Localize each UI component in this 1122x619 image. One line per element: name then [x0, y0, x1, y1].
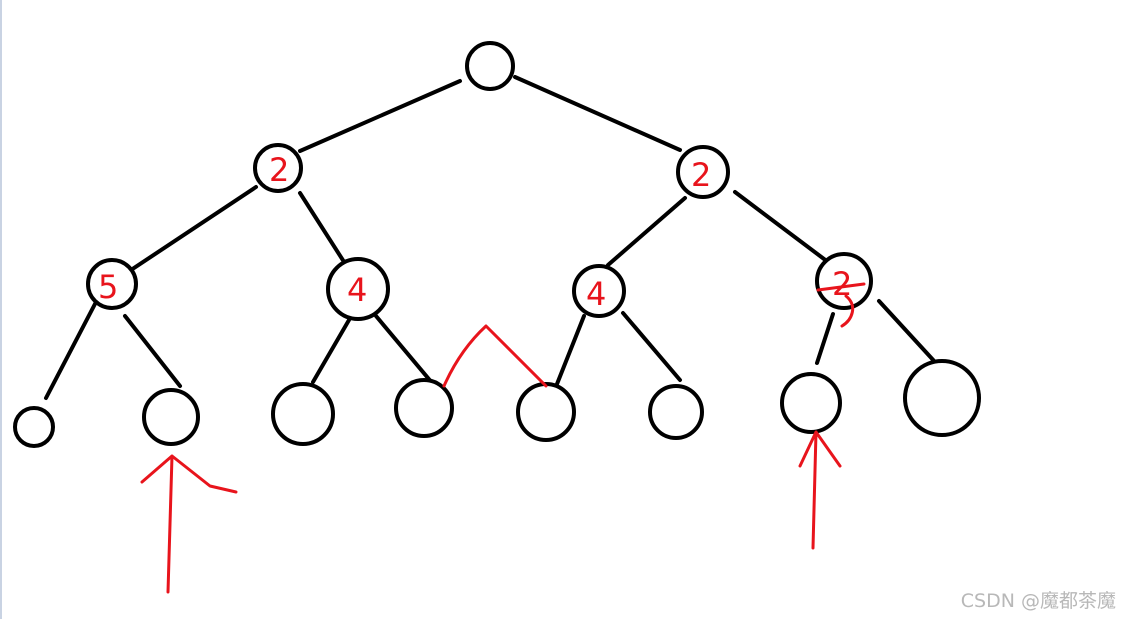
- leaf-node-8: [903, 359, 981, 437]
- edge-l2a-leaf1: [44, 300, 98, 400]
- watermark-text: CSDN @魔都茶魔: [960, 590, 1116, 612]
- edge-l2c-leaf5: [555, 314, 586, 386]
- node-level2-d: [815, 252, 873, 310]
- leaf-node-7: [780, 372, 842, 434]
- root-node: [465, 41, 515, 91]
- edge-l2b-leaf3: [311, 318, 351, 384]
- leaf-node-5: [516, 382, 576, 442]
- arrow-right: [798, 430, 842, 550]
- edge-l2a-leaf2: [123, 314, 182, 388]
- label-level2-c: 4: [586, 275, 606, 313]
- arrow-left: [140, 454, 238, 594]
- edge-root-right: [513, 75, 682, 152]
- label-level2-b: 4: [347, 271, 367, 309]
- edge-l2b-leaf4: [374, 314, 435, 386]
- edge-l1right-l2d: [733, 190, 830, 264]
- left-border: [0, 0, 2, 619]
- edge-l1left-l2a: [126, 185, 258, 274]
- edge-l1right-l2c: [606, 196, 687, 267]
- leaf-node-2: [142, 388, 200, 446]
- leaf-node-4: [394, 378, 454, 438]
- edge-root-left: [298, 79, 462, 153]
- label-level1-left: 2: [269, 151, 289, 189]
- label-level1-right: 2: [691, 156, 711, 194]
- label-level2-d: 2: [832, 265, 852, 303]
- edge-l2c-leaf6: [621, 311, 682, 382]
- leaf-node-3: [271, 382, 335, 446]
- leaf-node-6: [648, 384, 704, 440]
- node-level1-left: [253, 143, 303, 193]
- edge-l1left-l2b: [298, 191, 348, 267]
- leaf-node-1: [13, 406, 55, 448]
- node-level2-b: [326, 257, 390, 321]
- edge-l2d-leaf8: [877, 299, 937, 364]
- node-level2-a: [86, 258, 138, 310]
- label-level2-a: 5: [98, 268, 118, 306]
- node-level2-c: [572, 264, 626, 318]
- edge-l2d-leaf7: [815, 312, 835, 365]
- node-level1-right: [676, 145, 730, 199]
- peak-connector: [442, 324, 548, 388]
- strike-mark: [816, 282, 866, 328]
